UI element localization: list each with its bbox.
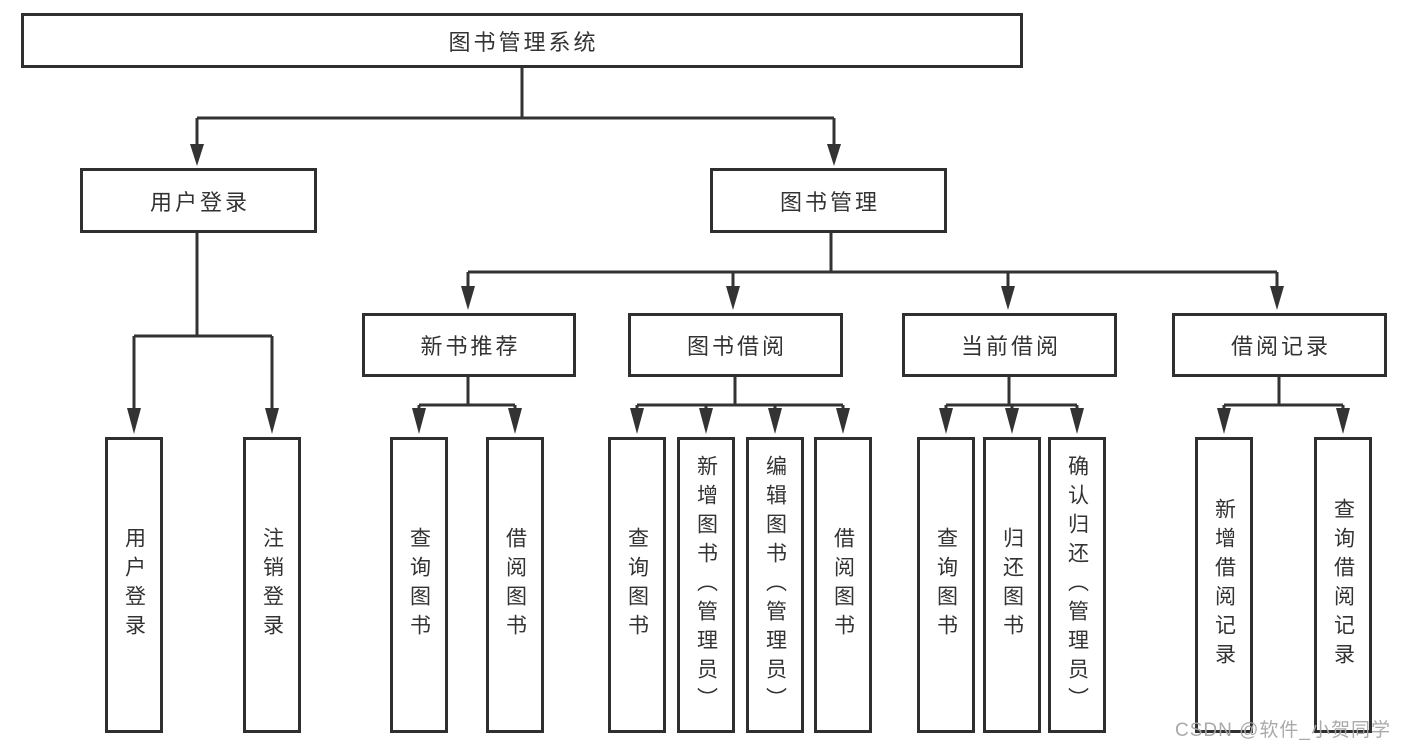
node-borrow-query-books: 查询图书 bbox=[608, 437, 666, 733]
node-logout-action: 注销登录 bbox=[243, 437, 301, 733]
csdn-watermark: CSDN @软件_小贺同学 bbox=[1175, 720, 1391, 741]
node-book-borrow: 图书借阅 bbox=[628, 313, 843, 377]
node-recommend-borrow-books: 借阅图书 bbox=[486, 437, 544, 733]
node-book-management: 图书管理 bbox=[710, 168, 947, 233]
node-borrow-borrow-books: 借阅图书 bbox=[814, 437, 872, 733]
node-current-borrow: 当前借阅 bbox=[902, 313, 1117, 377]
node-current-return-books: 归还图书 bbox=[983, 437, 1041, 733]
node-user-login-action: 用户登录 bbox=[105, 437, 163, 733]
node-borrow-edit-books-admin: 编辑图书（管理员） bbox=[746, 437, 804, 733]
node-borrow-records: 借阅记录 bbox=[1172, 313, 1387, 377]
node-library-management-system: 图书管理系统 bbox=[21, 13, 1023, 68]
node-current-query-books: 查询图书 bbox=[917, 437, 975, 733]
node-records-query-record: 查询借阅记录 bbox=[1314, 437, 1372, 733]
arrowheads bbox=[127, 144, 1350, 434]
node-new-book-recommend: 新书推荐 bbox=[362, 313, 576, 377]
node-borrow-add-books-admin: 新增图书（管理员） bbox=[677, 437, 735, 733]
node-current-confirm-return-admin: 确认归还（管理员） bbox=[1048, 437, 1106, 733]
node-user-login: 用户登录 bbox=[80, 168, 317, 233]
node-records-add-record: 新增借阅记录 bbox=[1195, 437, 1253, 733]
node-recommend-query-books: 查询图书 bbox=[390, 437, 448, 733]
